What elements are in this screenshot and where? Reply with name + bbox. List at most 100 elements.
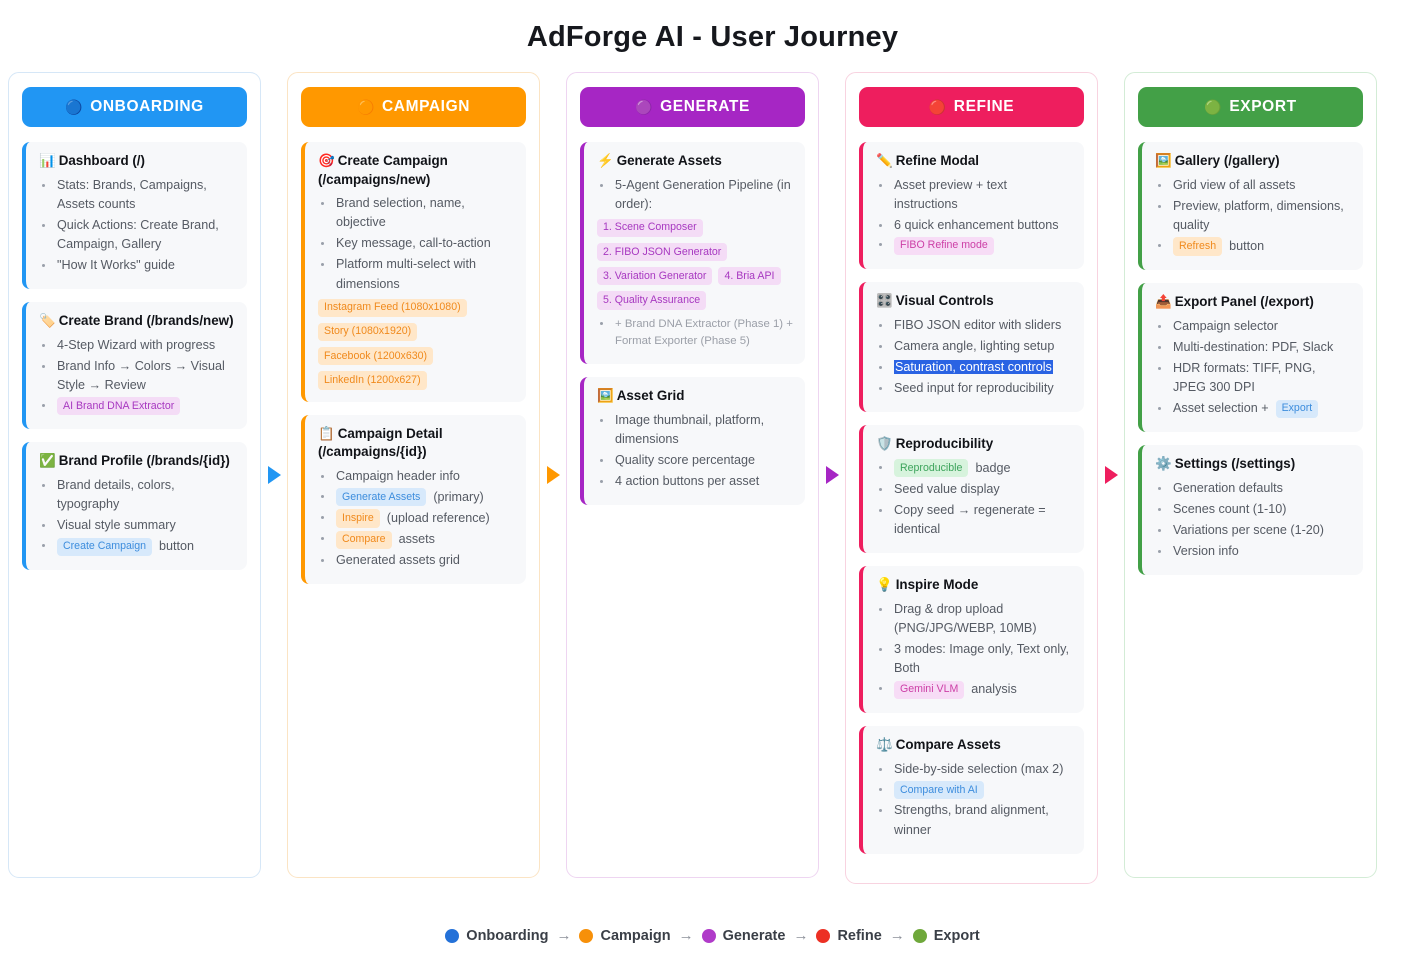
card-list: Image thumbnail, platform, dimensionsQua… [597,411,793,492]
legend-dot-campaign [579,928,594,943]
badge-generate-assets[interactable]: Generate Assets [336,488,427,507]
badge-gemini-vlm[interactable]: Gemini VLM [894,680,965,700]
badge-instagram-feed-1080x1080[interactable]: Instagram Feed (1080x1080) [318,298,467,317]
badge-1-scene-composer[interactable]: 1. Scene Composer [597,218,703,238]
badge-inspire[interactable]: Inspire [336,509,380,528]
card-list-item: 3 modes: Image only, Text only, Both [892,640,1072,678]
arrow-right-icon [1104,466,1118,484]
column-header-label: CAMPAIGN [382,98,471,115]
card-list-item: Platform multi-select with dimensions [334,255,514,293]
legend-item-onboarding: Onboarding [445,928,548,944]
card-list-item: + Brand DNA Extractor (Phase 1) + Format… [613,316,793,351]
card-list-item: Asset preview + text instructions [892,176,1072,214]
list-item-text: analysis [971,682,1017,697]
card-list-item: Grid view of all assets [1171,176,1351,195]
legend-dot-export [912,928,927,943]
card-list-item: Asset selection + Export [1171,399,1351,418]
card-list-secondary: + Brand DNA Extractor (Phase 1) + Format… [597,316,793,351]
badge-reproducible[interactable]: Reproducible [894,459,969,478]
card-list-item: Camera angle, lighting setup [892,337,1072,356]
card-title: 📤Export Panel (/export) [1155,294,1314,310]
card-list-item: 5-Agent Generation Pipeline (in order): [613,176,793,214]
badge-3-variation-generator[interactable]: 3. Variation Generator [597,267,713,286]
card-title: 🛡️Reproducibility [876,436,994,452]
badge-facebook-1200x630[interactable]: Facebook (1200x630) [318,347,434,366]
list-item-text: badge [975,460,1011,475]
card-list-item: Inspire(upload reference) [334,509,514,528]
legend-label: Refine [837,927,882,944]
badge-export[interactable]: Export [1275,399,1319,418]
legend-separator: → [678,927,694,944]
lightning-bolt-icon: ⚡ [597,153,614,168]
column-export: 🟢EXPORT 🖼️Gallery (/gallery)Grid view of … [1124,72,1377,878]
badge-compare-with-ai[interactable]: Compare with AI [894,781,984,800]
badge-refresh[interactable]: Refresh [1173,237,1223,256]
card-list-item: HDR formats: TIFF, PNG, JPEG 300 DPI [1171,359,1351,397]
list-item-text: Asset selection + [1173,401,1269,416]
column-header-export[interactable]: 🟢EXPORT [1138,87,1363,127]
card-list-item: AI Brand DNA Extractor [55,397,235,416]
check-mark-icon: ✅ [39,453,56,469]
arrow-right-icon [267,466,281,484]
card-list: 4-Step Wizard with progressBrand Info → … [39,336,235,416]
card-list-item: Saturation, contrast controls [892,358,1072,377]
card-gallery-gallery: 🖼️Gallery (/gallery)Grid view of all ass… [1138,142,1363,271]
card-list-item: Refresh button [1171,237,1351,256]
card-list: Drag & drop upload (PNG/JPG/WEBP, 10MB)3… [876,600,1072,700]
badge-story-1080x1920[interactable]: Story (1080x1920) [318,322,418,342]
column-header-refine[interactable]: 🔴REFINE [859,87,1084,127]
card-title: 🎛️Visual Controls [876,293,994,309]
arrow-right-icon [825,466,839,484]
card-generate-assets: ⚡Generate Assets5-Agent Generation Pipel… [580,142,805,365]
card-list: Brand selection, name, objectiveKey mess… [318,194,514,294]
balance-scale-icon: ⚖️ [876,737,893,753]
column-header-label: ONBOARDING [90,98,204,115]
arrow-onboarding-to-campaign [261,72,287,878]
legend-dot-generate [701,928,716,943]
card-list-item: Generate Assets (primary) [334,488,514,507]
card-list-item: 4-Step Wizard with progress [55,336,235,355]
arrow-campaign-to-generate [540,72,566,878]
card-list-item: 4 action buttons per asset [613,472,793,491]
card-title: ✏️Refine Modal [876,153,980,168]
card-title: 🎯Create Campaign (/campaigns/new) [318,153,448,187]
column-header-generate[interactable]: 🟣GENERATE [580,87,805,127]
badge-compare[interactable]: Compare [336,530,392,549]
card-list-item: Variations per scene (1-20) [1171,521,1351,540]
badge-create-campaign[interactable]: Create Campaign [57,537,153,556]
card-title: 💡Inspire Mode [876,577,979,593]
chip-group: Instagram Feed (1080x1080) Story (1080x19… [318,298,514,390]
card-list-item: Brand selection, name, objective [334,194,514,232]
card-list-item: Seed value display [892,480,1072,499]
card-list-item: "How It Works" guide [55,256,235,275]
badge-fibo-refine-mode[interactable]: FIBO Refine mode [894,236,994,256]
card-list-item: Reproducible badge [892,459,1072,478]
list-item-text: button [1229,238,1265,253]
badge-2-fibo-json-generator[interactable]: 2. FIBO JSON Generator [597,243,728,262]
card-list: Grid view of all assetsPreview, platform… [1155,176,1351,257]
card-list: FIBO JSON editor with slidersCamera angl… [876,316,1072,399]
arrow-generate-to-refine [819,72,845,878]
badge-5-quality-assurance[interactable]: 5. Quality Assurance [597,291,707,310]
legend-dot-refine [816,928,831,943]
column-header-onboarding[interactable]: 🔵ONBOARDING [22,87,247,127]
column-header-campaign[interactable]: 🟠CAMPAIGN [301,87,526,127]
legend-item-campaign: Campaign [579,928,671,944]
list-item-text: (primary) [433,489,484,504]
label-tag-icon: 🏷️ [39,313,56,329]
list-item-text: button [159,539,195,554]
card-list-item: Quick Actions: Create Brand, Campaign, G… [55,216,235,254]
card-list-item: Copy seed → regenerate = identical [892,501,1072,539]
card-title: 🏷️Create Brand (/brands/new) [39,313,234,329]
green-circle-icon: 🟢 [1204,99,1223,115]
badge-linkedin-1200x627[interactable]: LinkedIn (1200x627) [318,371,427,390]
pencil-icon: ✏️ [876,153,893,168]
card-list-item: Drag & drop upload (PNG/JPG/WEBP, 10MB) [892,600,1072,638]
card-title: ✅Brand Profile (/brands/{id}) [39,453,230,469]
card-list-item: Quality score percentage [613,451,793,470]
badge-4-bria-api[interactable]: 4. Bria API [718,267,781,286]
arrow-right-icon [546,466,560,484]
badge-ai-brand-dna-extractor[interactable]: AI Brand DNA Extractor [57,397,181,416]
column-header-label: GENERATE [660,98,750,115]
